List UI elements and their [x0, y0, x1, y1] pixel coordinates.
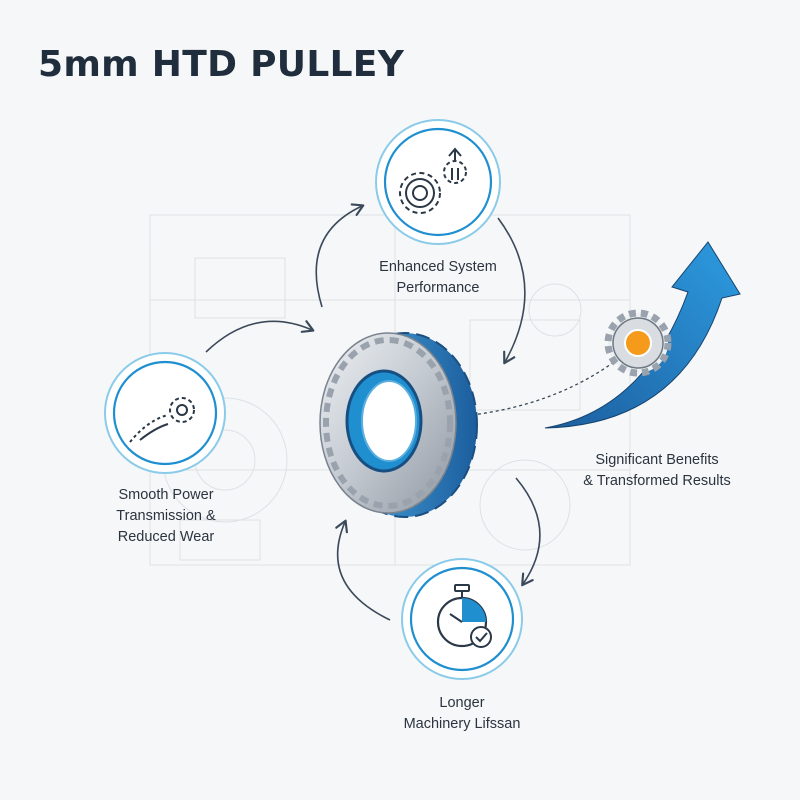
label-top-line1: Enhanced System	[379, 259, 497, 275]
page-title: 5mm HTD PULLEY	[38, 44, 405, 85]
gear-motion-icon	[129, 397, 195, 443]
label-left-node: Smooth Power Transmission & Reduced Wear	[96, 485, 236, 548]
gears-up-icon	[399, 147, 467, 214]
label-bottom-node: Longer Machinery Lifssan	[382, 693, 542, 735]
gear-arrow-up-icon	[604, 309, 672, 377]
label-left-line3: Reduced Wear	[117, 529, 215, 545]
label-bottom-line1: Longer	[439, 695, 485, 711]
arrow-bottom-to-center	[335, 519, 391, 621]
label-right-line2: & Transformed Results	[583, 473, 731, 489]
arrow-center-to-bottom	[515, 477, 541, 587]
arrow-left-to-center	[205, 320, 315, 353]
htd-pulley	[319, 332, 478, 518]
label-bottom-line2: Machinery Lifssan	[403, 716, 521, 732]
label-top-line2: Performance	[396, 280, 480, 296]
growth-arrow	[471, 241, 741, 429]
label-top-node: Enhanced System Performance	[358, 257, 518, 299]
arrow-center-to-top	[315, 203, 365, 308]
arrow-top-to-center	[497, 217, 526, 365]
flow-arrows	[205, 203, 541, 621]
node-top-circle	[375, 119, 501, 245]
label-left-line2: Transmission &	[116, 508, 216, 524]
label-right-line1: Significant Benefits	[595, 452, 719, 468]
label-left-line1: Smooth Power	[118, 487, 214, 503]
stopwatch-check-icon	[436, 584, 492, 648]
node-left-circle	[104, 352, 226, 474]
label-right-node: Significant Benefits & Transformed Resul…	[567, 450, 747, 492]
